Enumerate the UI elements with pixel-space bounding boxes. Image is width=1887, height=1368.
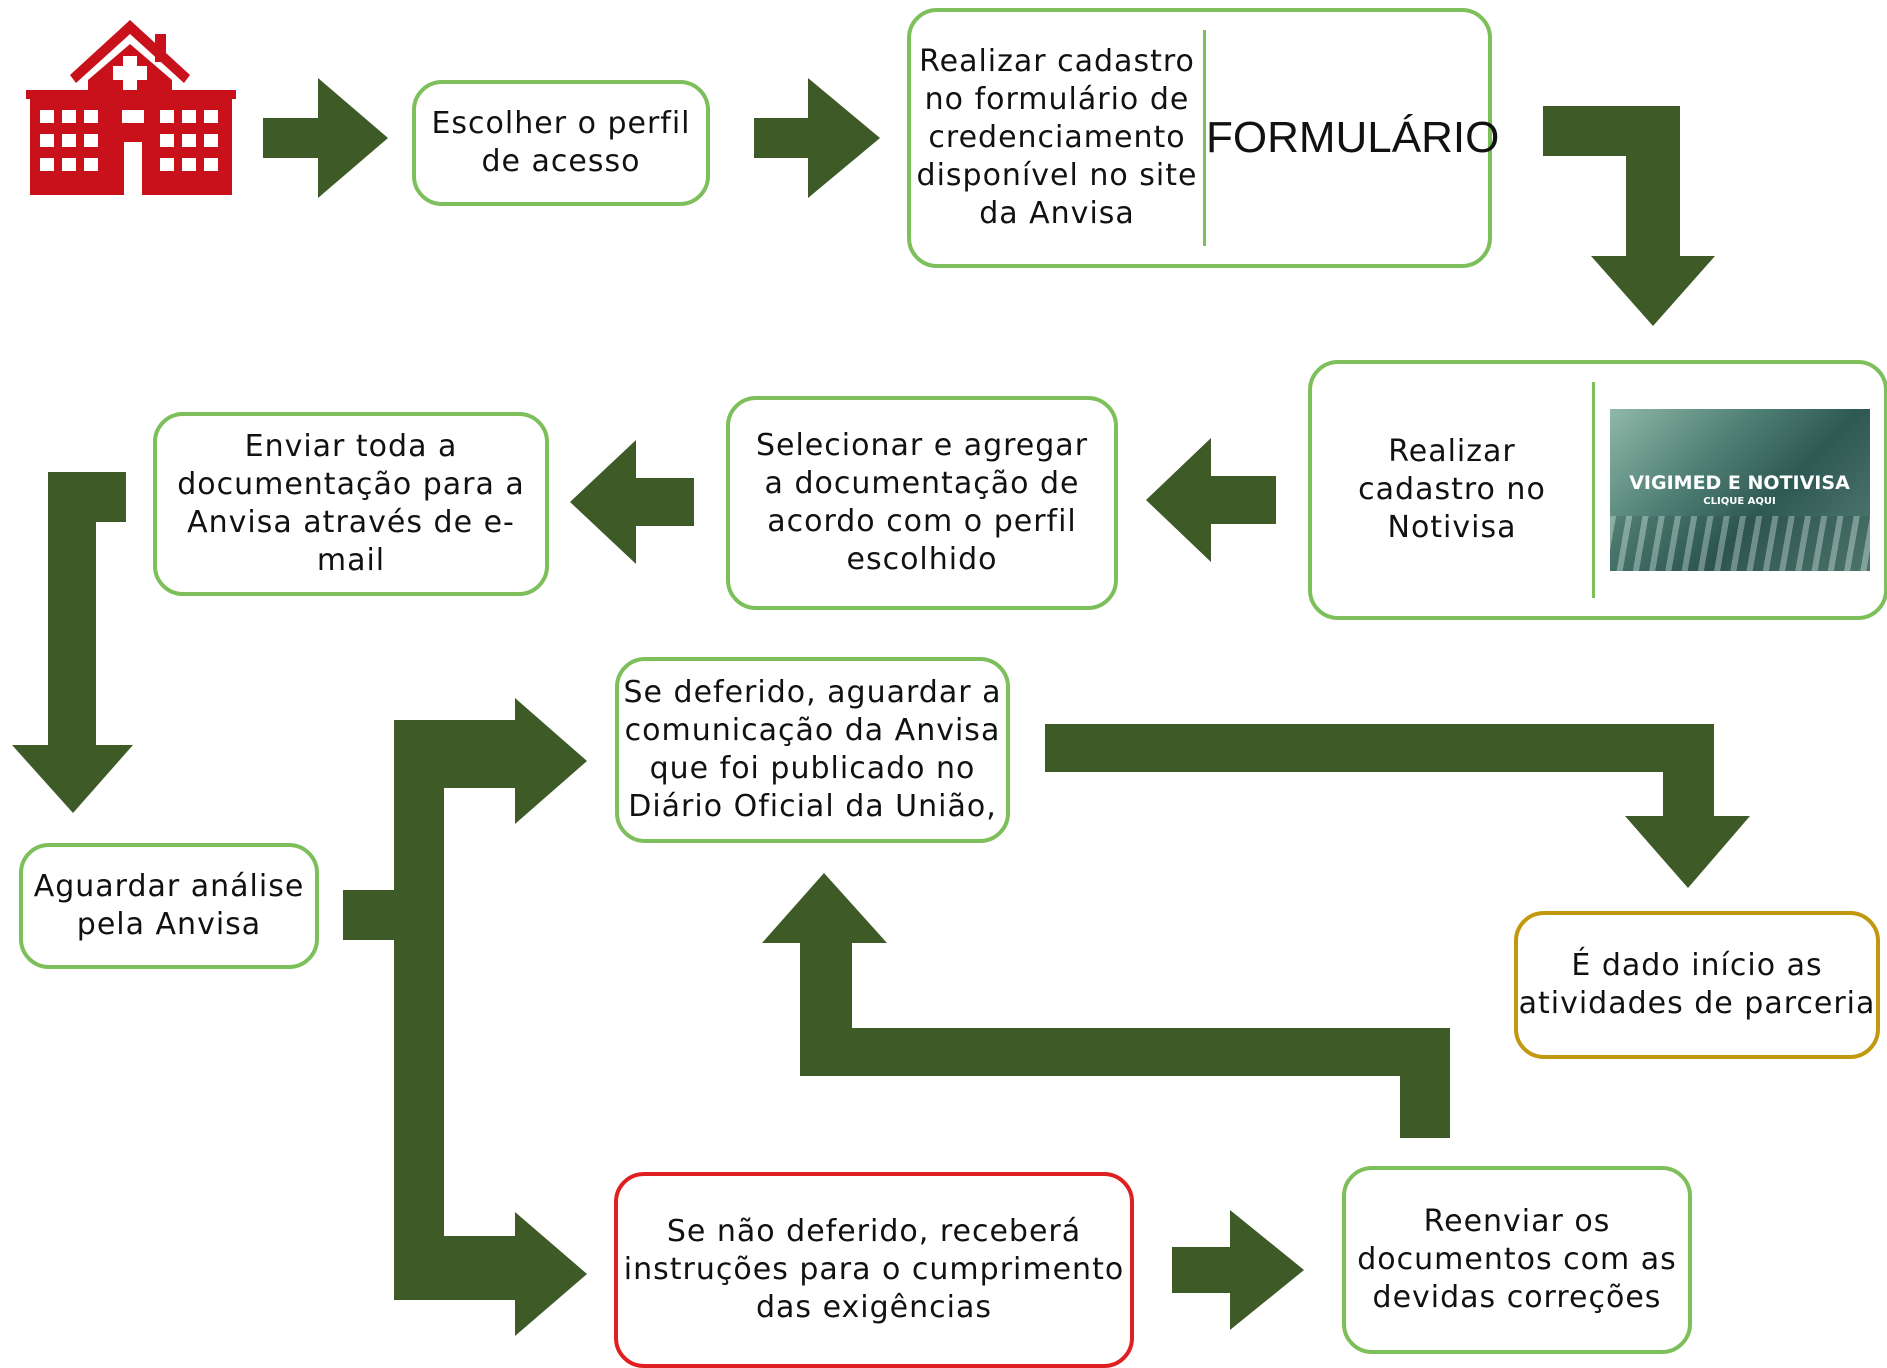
divider (1203, 30, 1206, 246)
arrow-elbow-down-1 (1543, 106, 1715, 326)
arrow-branch (343, 698, 587, 1336)
arrow-left-2 (570, 440, 694, 564)
step-register-form-label: Realizar cadastro no formulário de crede… (916, 44, 1198, 231)
step-if-approved: Se deferido, aguardar a comunicação da A… (615, 657, 1010, 843)
step-select-docs-label: Selecionar e agregar a documentação de a… (755, 428, 1089, 577)
step-register-notivisa: Realizar cadastro no Notivisa VIGIMED E … (1308, 360, 1887, 620)
step-register-notivisa-label: Realizar cadastro no Notivisa (1358, 434, 1546, 545)
step-register-form: Realizar cadastro no formulário de crede… (907, 8, 1499, 268)
arrow-right-3 (1172, 1210, 1304, 1330)
step-resend-docs: Reenviar os documentos com as devidas co… (1342, 1166, 1692, 1354)
arrow-loop-up (762, 873, 1450, 1138)
step-partnership-start: É dado início as atividades de parceria (1514, 911, 1880, 1059)
step-resend-docs-label: Reenviar os documentos com as devidas co… (1357, 1204, 1677, 1315)
step-await-analysis-label: Aguardar análise pela Anvisa (33, 869, 305, 942)
step-if-rejected-label: Se não deferido, receberá instruções par… (623, 1214, 1125, 1325)
banner-subtitle: CLIQUE AQUI (1703, 496, 1776, 507)
step-await-analysis: Aguardar análise pela Anvisa (19, 843, 319, 969)
vigimed-notivisa-banner[interactable]: VIGIMED E NOTIVISA CLIQUE AQUI (1609, 409, 1870, 571)
arrow-right-2 (754, 78, 880, 198)
step-if-rejected: Se não deferido, receberá instruções par… (614, 1172, 1134, 1368)
step-choose-profile-label: Escolher o perfil de acesso (431, 106, 691, 179)
step-partnership-start-label: É dado início as atividades de parceria (1518, 948, 1876, 1021)
hospital-icon (26, 20, 236, 195)
step-choose-profile: Escolher o perfil de acesso (412, 80, 710, 206)
step-select-docs: Selecionar e agregar a documentação de a… (726, 396, 1118, 610)
step-send-docs: Enviar toda a documentação para a Anvisa… (153, 412, 549, 596)
step-send-docs-label: Enviar toda a documentação para a Anvisa… (177, 429, 525, 578)
arrow-right-1 (263, 78, 388, 198)
banner-title: VIGIMED E NOTIVISA (1629, 472, 1850, 494)
divider (1592, 382, 1595, 598)
arrow-elbow-down-2 (12, 472, 133, 813)
arrow-elbow-down-3 (1045, 724, 1750, 888)
step-if-approved-label: Se deferido, aguardar a comunicação da A… (623, 675, 1002, 824)
arrow-left-1 (1146, 438, 1276, 562)
form-link[interactable]: FORMULÁRIO (1206, 113, 1500, 162)
